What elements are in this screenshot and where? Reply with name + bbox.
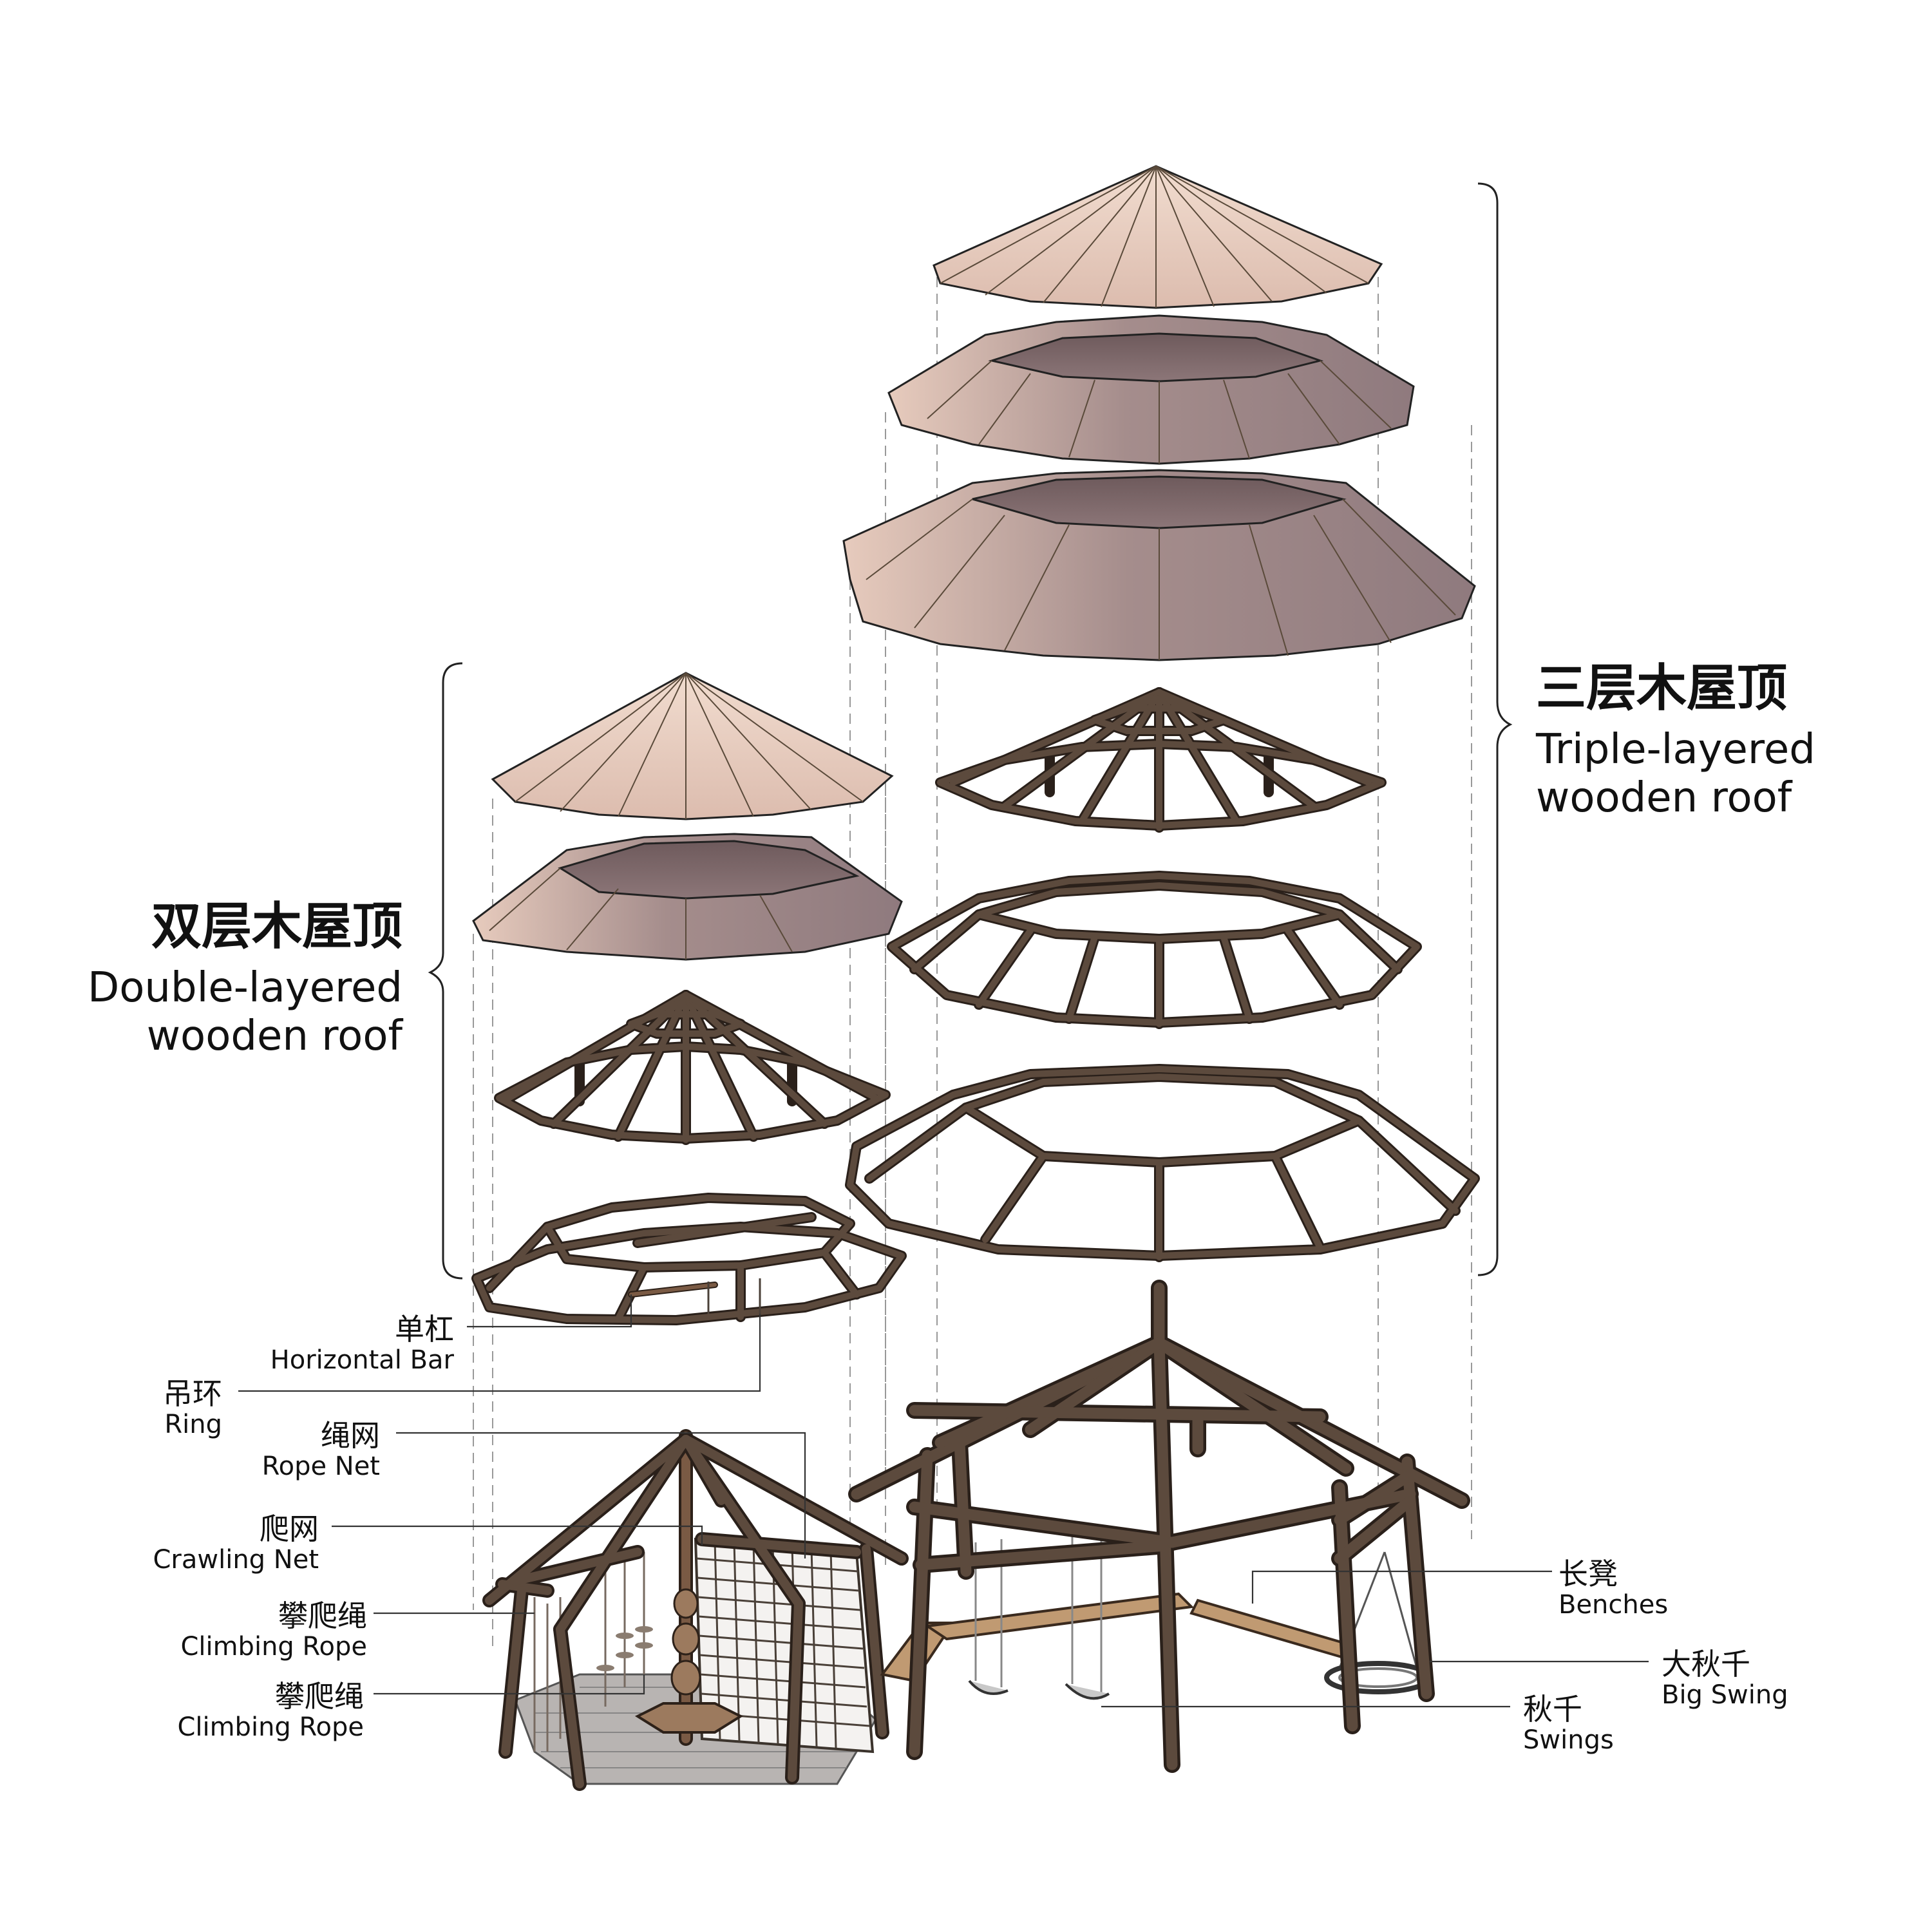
right-pavilion [848, 1280, 1470, 1773]
triple-roof-middle-ring [887, 314, 1415, 465]
triple-roof-title-en-line1: Triple-layered [1535, 726, 1815, 773]
label-swings-en: Swings [1523, 1725, 1614, 1755]
double-roof-title-zh: 双层木屋顶 [151, 898, 402, 956]
label-ring-zh: 吊环 [163, 1376, 222, 1411]
leader-lines [238, 1294, 1649, 1708]
triple-roof-bottom-ring [842, 469, 1476, 661]
double-roof-frame-ring [471, 1193, 907, 1325]
double-roof-frame-cone [494, 990, 891, 1145]
label-benches-zh: 长凳 [1558, 1557, 1618, 1591]
label-crawling-net-zh: 爬网 [260, 1511, 319, 1546]
label-climbing-rope-2-zh: 攀爬绳 [275, 1679, 364, 1714]
label-rope-net-zh: 绳网 [321, 1418, 380, 1453]
double-roof-title-en-line1: Double-layered [88, 964, 402, 1012]
double-roof-cone [491, 672, 894, 820]
alignment-lines [473, 277, 1472, 1649]
label-crawling-net-en: Crawling Net [153, 1545, 319, 1575]
benches [880, 1592, 1354, 1683]
double-roof-brace [428, 662, 463, 1280]
triple-roof-frame-bottom [845, 1064, 1480, 1262]
label-horizontal-bar-en: Horizontal Bar [270, 1345, 455, 1375]
label-big-swing-en: Big Swing [1662, 1680, 1788, 1710]
label-climbing-rope-2-en: Climbing Rope [177, 1712, 364, 1742]
label-benches-en: Benches [1558, 1590, 1668, 1620]
label-rope-net-en: Rope Net [262, 1452, 380, 1481]
label-ring-en: Ring [164, 1410, 222, 1439]
central-pole [670, 1429, 701, 1746]
triple-roof-frame-cone [935, 687, 1387, 833]
label-climbing-rope-1-zh: 攀爬绳 [278, 1598, 367, 1633]
triple-roof-cone [933, 165, 1383, 309]
label-climbing-rope-1-en: Climbing Rope [180, 1632, 367, 1662]
label-horizontal-bar-zh: 单杠 [395, 1312, 454, 1347]
triple-roof-title-zh: 三层木屋顶 [1536, 659, 1787, 717]
double-roof-title-en-line2: wooden roof [147, 1012, 404, 1060]
triple-roof-brace [1477, 182, 1513, 1276]
central-bench [634, 1702, 744, 1734]
left-pavilion [482, 1429, 909, 1791]
crawling-net [694, 1537, 875, 1754]
label-big-swing-zh: 大秋千 [1662, 1647, 1750, 1681]
ring-hangers [707, 1278, 761, 1314]
horizontal-bar [628, 1282, 718, 1298]
double-roof-ring [472, 833, 903, 961]
label-swings-zh: 秋千 [1523, 1692, 1582, 1727]
triple-roof-frame-middle [887, 871, 1422, 1029]
triple-roof-title-en-line2: wooden roof [1536, 774, 1793, 822]
